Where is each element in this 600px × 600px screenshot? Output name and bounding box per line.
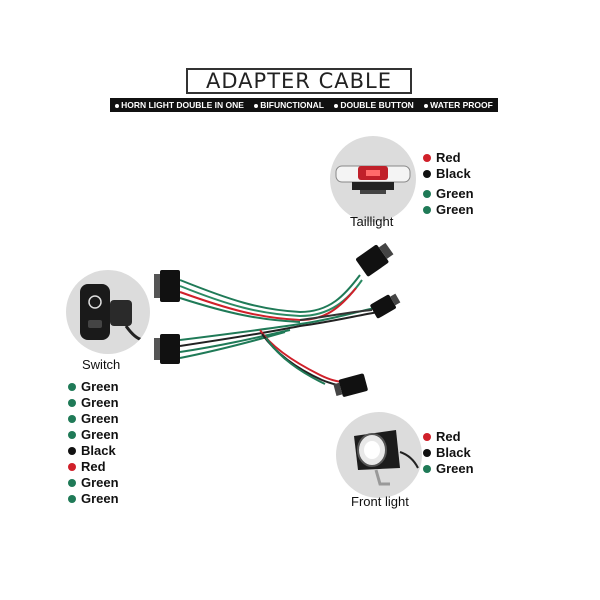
- red-dot-icon: [423, 154, 431, 162]
- legend-item: Green: [68, 395, 119, 411]
- taillight-legend: Red Black Green Green: [423, 150, 474, 218]
- feature-banner: HORN LIGHT DOUBLE IN ONE BIFUNCTIONAL DO…: [110, 98, 498, 112]
- bullet-icon: [424, 103, 429, 108]
- green-dot-icon: [68, 383, 76, 391]
- red-dot-icon: [423, 433, 431, 441]
- taillight-icon: [335, 165, 411, 194]
- legend-item: Green: [423, 461, 474, 477]
- green-dot-icon: [423, 206, 431, 214]
- legend-item: Green: [423, 202, 474, 218]
- legend-item: Green: [68, 491, 119, 507]
- switch-legend: Green Green Green Green Black Red Green …: [68, 379, 119, 507]
- front-light-legend: Red Black Green: [423, 429, 474, 477]
- legend-item: Red: [423, 150, 474, 166]
- green-dot-icon: [68, 479, 76, 487]
- bullet-icon: [254, 103, 259, 108]
- feature-item: HORN LIGHT DOUBLE IN ONE: [115, 100, 244, 110]
- legend-item: Red: [423, 429, 474, 445]
- legend-item: Green: [68, 411, 119, 427]
- red-dot-icon: [68, 463, 76, 471]
- page-title: ADAPTER CABLE: [186, 68, 412, 94]
- bullet-icon: [115, 103, 120, 108]
- black-dot-icon: [423, 170, 431, 178]
- switch-icon: [80, 284, 145, 342]
- black-dot-icon: [423, 449, 431, 457]
- connector: [356, 242, 394, 277]
- wires: [179, 274, 379, 387]
- front-light-image: [336, 412, 422, 498]
- legend-item: Green: [68, 379, 119, 395]
- switch-image: [66, 270, 150, 354]
- connectors: [154, 242, 401, 397]
- green-dot-icon: [68, 431, 76, 439]
- switch-caption: Switch: [82, 357, 121, 372]
- feature-item: WATER PROOF: [424, 100, 493, 110]
- headlight-icon: [354, 430, 419, 486]
- legend-item: Red: [68, 459, 119, 475]
- feature-item: DOUBLE BUTTON: [334, 100, 414, 110]
- legend-item: Green: [68, 475, 119, 491]
- green-dot-icon: [68, 415, 76, 423]
- green-dot-icon: [68, 495, 76, 503]
- connector: [370, 293, 401, 319]
- black-dot-icon: [68, 447, 76, 455]
- green-dot-icon: [423, 190, 431, 198]
- green-dot-icon: [423, 465, 431, 473]
- connector: [333, 373, 368, 397]
- taillight-image: [330, 136, 416, 222]
- connector: [154, 334, 180, 364]
- bullet-icon: [334, 103, 339, 108]
- front-light-caption: Front light: [351, 494, 409, 509]
- connector: [154, 270, 180, 302]
- legend-item: Black: [68, 443, 119, 459]
- legend-item: Green: [423, 186, 474, 202]
- legend-item: Black: [423, 166, 474, 182]
- green-dot-icon: [68, 399, 76, 407]
- feature-item: BIFUNCTIONAL: [254, 100, 324, 110]
- taillight-caption: Taillight: [350, 214, 394, 229]
- legend-item: Black: [423, 445, 474, 461]
- legend-item: Green: [68, 427, 119, 443]
